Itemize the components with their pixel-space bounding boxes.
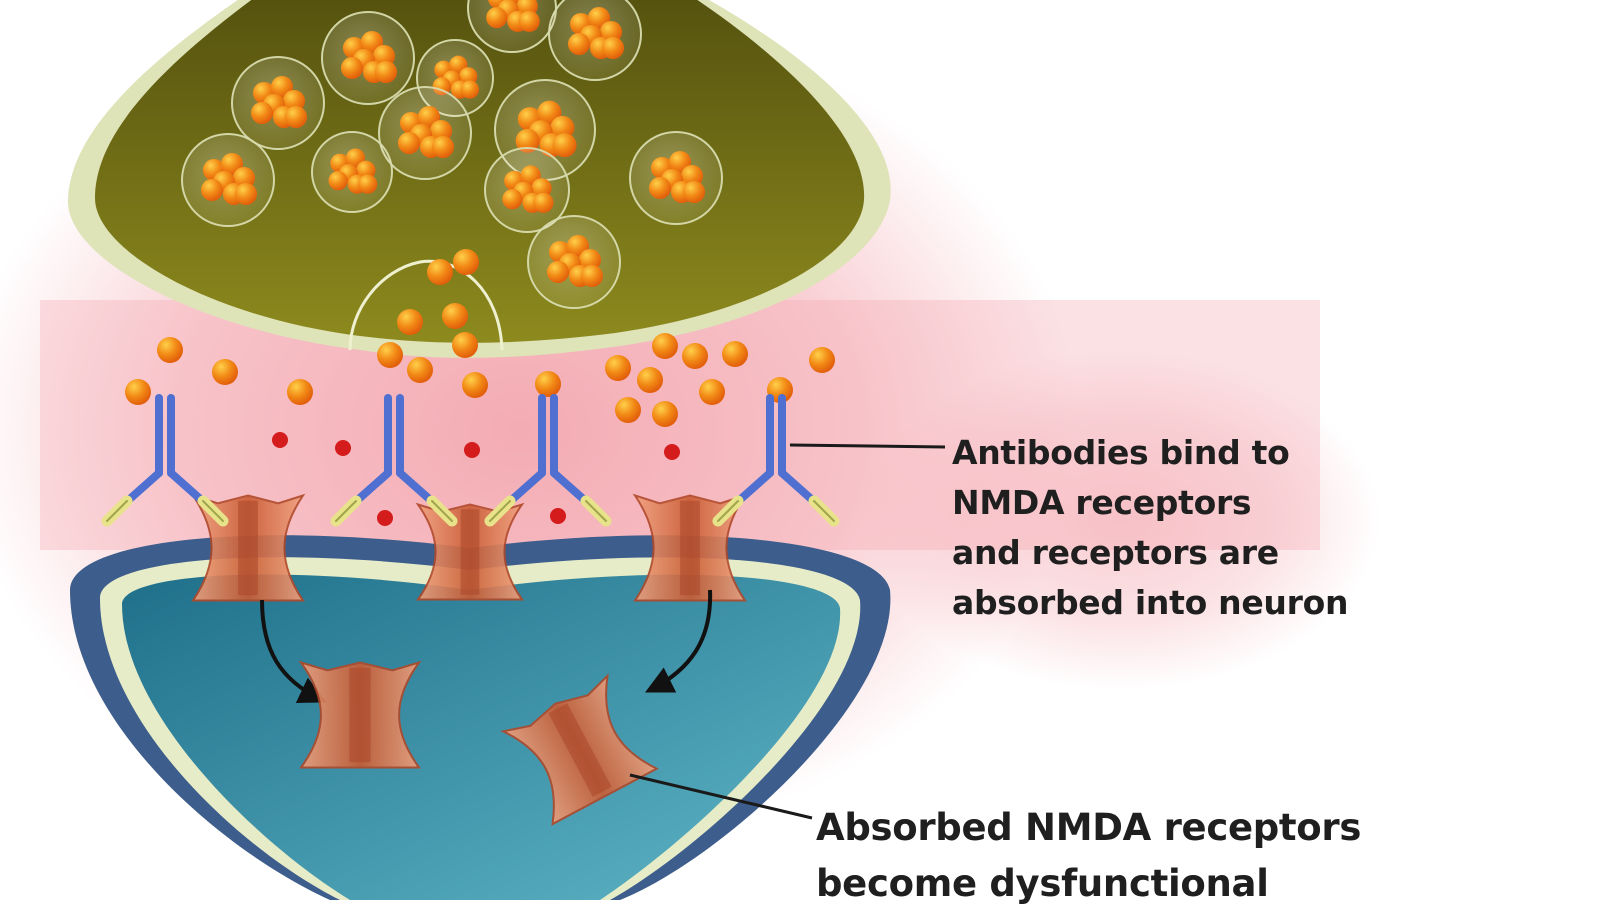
- ion-particle: [464, 442, 480, 458]
- neurotransmitter-molecule: [535, 371, 561, 397]
- neurotransmitter-molecule: [652, 333, 678, 359]
- neurotransmitter-molecule: [377, 342, 403, 368]
- ion-particle: [272, 432, 288, 448]
- synaptic-vesicle: [629, 131, 723, 225]
- neurotransmitter-molecule: [722, 341, 748, 367]
- synaptic-vesicle: [484, 147, 570, 233]
- antibody: [484, 394, 612, 527]
- synaptic-vesicle: [321, 11, 415, 105]
- neurotransmitter-molecule: [427, 259, 453, 285]
- binding-leader-line: [789, 443, 946, 449]
- neurotransmitter-molecule: [125, 379, 151, 405]
- neurotransmitter-molecule: [652, 401, 678, 427]
- internalization-arrows: [260, 589, 713, 703]
- neurotransmitter-molecule: [442, 303, 468, 329]
- absorbed-nmda-receptor: [298, 660, 422, 769]
- synaptic-vesicle: [527, 215, 621, 309]
- ion-particle: [335, 440, 351, 456]
- dysfunction-leader-line: [629, 773, 813, 820]
- neurotransmitter-molecule: [452, 332, 478, 358]
- ion-particle: [664, 444, 680, 460]
- neurotransmitter-group: [125, 249, 835, 427]
- neurotransmitter-molecule: [157, 337, 183, 363]
- nmda-receptor: [415, 502, 525, 601]
- ion-group: [272, 432, 680, 526]
- postsynaptic-neuron: [70, 535, 891, 900]
- neurotransmitter-molecule: [453, 249, 479, 275]
- neurotransmitter-molecule: [212, 359, 238, 385]
- synaptic-vesicle: [548, 0, 642, 81]
- synaptic-vesicle: [311, 131, 393, 213]
- antibody: [330, 394, 458, 527]
- binding-callout: Antibodies bind to NMDA receptors and re…: [952, 433, 1349, 622]
- absorbed-nmda-receptor: [500, 673, 659, 826]
- neurotransmitter-molecule: [397, 309, 423, 335]
- neurotransmitter-molecule: [809, 347, 835, 373]
- antibody: [712, 394, 840, 527]
- synaptic-vesicle: [378, 86, 472, 180]
- neurotransmitter-molecule: [637, 367, 663, 393]
- neurotransmitter-molecule: [605, 355, 631, 381]
- neurotransmitter-molecule: [407, 357, 433, 383]
- neurotransmitter-molecule: [462, 372, 488, 398]
- neurotransmitter-molecule: [615, 397, 641, 423]
- antibody-group: [101, 394, 840, 527]
- ion-particle: [377, 510, 393, 526]
- ion-particle: [550, 508, 566, 524]
- membrane-receptor-group: [190, 493, 748, 602]
- absorbed-receptor-group: [298, 660, 659, 826]
- synaptic-vesicle: [231, 56, 325, 150]
- vesicle-group: [181, 0, 723, 309]
- antibody: [101, 394, 229, 527]
- dysfunction-callout: Absorbed NMDA receptors become dysfuncti…: [816, 806, 1362, 905]
- releasing-vesicle: [348, 259, 504, 351]
- neurotransmitter-molecule: [287, 379, 313, 405]
- synaptic-vesicle: [181, 133, 275, 227]
- synaptic-vesicle: [467, 0, 557, 53]
- neurotransmitter-molecule: [699, 379, 725, 405]
- neurotransmitter-molecule: [682, 343, 708, 369]
